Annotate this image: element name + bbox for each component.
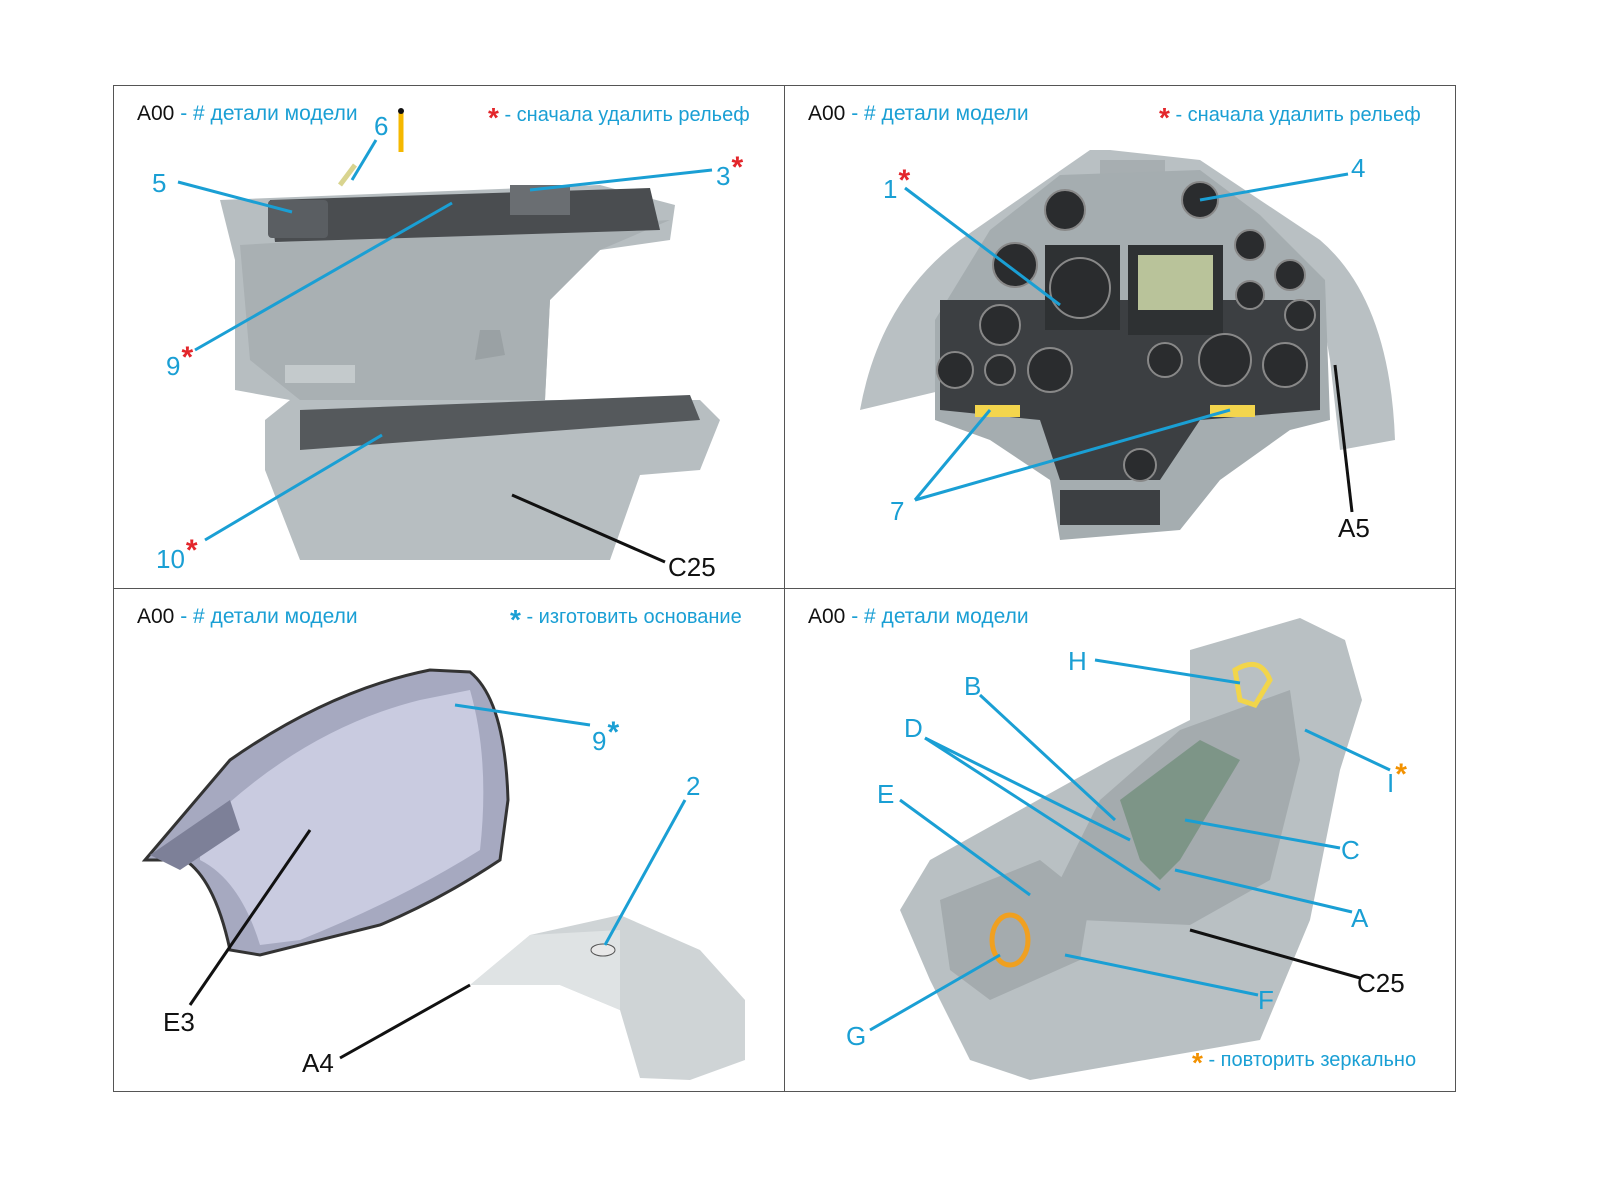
blue-asterisk-icon: * [607,716,620,749]
callout-label: E [877,779,895,809]
panel3-leader-lines [454,703,687,946]
part-code: A00 [808,102,846,125]
callout-label: 2 [686,771,701,801]
panel3-note: * - изготовить основание [510,604,742,636]
callout-label: F [1258,985,1274,1015]
part-legend-text: - # детали модели [180,102,358,125]
panel1-header: A00 - # детали модели [137,102,358,126]
callout-label: A5 [1338,513,1370,543]
callout-label: 10 [156,544,185,574]
note-text: - сначала удалить рельеф [1175,104,1421,126]
blue-asterisk-icon: * [510,604,521,635]
callout-c25: C25 [1357,970,1405,996]
note-text: - сначала удалить рельеф [504,104,750,126]
callout-label: E3 [163,1007,195,1037]
part-code: A00 [137,102,175,125]
base-part-a4 [470,915,745,1080]
callout-6: 6 [374,113,388,139]
red-asterisk-icon: * [898,164,911,197]
callout-label: A4 [302,1048,334,1078]
panel1-note: * - сначала удалить рельеф [488,102,750,134]
callout-a4: A4 [302,1050,334,1076]
display-screen [1138,255,1213,310]
red-asterisk-icon: * [731,151,744,184]
red-asterisk-icon: * [181,341,194,374]
callout-h: H [1068,648,1087,674]
red-asterisk-icon: * [185,534,198,567]
callout-label: 9 [166,351,181,381]
panel4-header: A00 - # детали модели [808,605,1029,629]
part-legend-text: - # детали модели [180,605,358,628]
callout-5: 5 [152,170,166,196]
callout-label: G [846,1021,867,1051]
side-console-part [220,163,720,560]
callout-label: I [1387,768,1395,798]
callout-c25: C25 [668,554,716,580]
orange-asterisk-icon: * [1395,758,1407,791]
panel4-leader-lines [869,658,1391,1032]
panel3-header: A00 - # детали модели [137,605,358,629]
part-legend-text: - # детали модели [851,102,1029,125]
callout-9: 9* [592,716,620,756]
callout-label: 3 [716,161,731,191]
callout-2: 2 [686,773,700,799]
callout-label: 7 [890,496,905,526]
callout-9: 9* [166,341,194,381]
lower-panel-decal [300,395,700,450]
callout-b: B [964,673,981,699]
callout-label: D [904,713,923,743]
callout-label: A [1351,903,1369,933]
red-asterisk-icon: * [1159,102,1170,133]
callout-label: 6 [374,111,389,141]
callout-g: G [846,1023,866,1049]
callout-label: C25 [668,552,716,582]
panel4-note: * - повторить зеркально [1192,1047,1416,1079]
panel2-leader-lines [904,172,1349,502]
callout-label: C25 [1357,968,1405,998]
note-text: - повторить зеркально [1208,1049,1417,1071]
panel-divider-horizontal [113,588,1456,589]
callout-a5: A5 [1338,515,1370,541]
ejection-seat-part [900,618,1362,1080]
callout-a: A [1351,905,1368,931]
callout-3: 3* [716,151,744,191]
callout-e3: E3 [163,1009,195,1035]
callout-e: E [877,781,894,807]
callout-d: D [904,715,923,741]
callout-7: 7 [890,498,904,524]
callout-i: I* [1387,758,1407,798]
instrument-panel-part [860,150,1395,540]
clear-hood-part [141,668,510,957]
callout-label: 4 [1351,153,1366,183]
panel2-header: A00 - # детали модели [808,102,1029,126]
callout-10: 10* [156,534,198,574]
part-code: A00 [137,605,175,628]
callout-label: 9 [592,726,607,756]
callout-label: C [1341,835,1360,865]
callout-label: 1 [883,174,898,204]
part-code: A00 [808,605,846,628]
callout-c: C [1341,837,1360,863]
callout-f: F [1258,987,1274,1013]
callout-label: B [964,671,982,701]
red-asterisk-icon: * [488,102,499,133]
panel1-leader-lines [177,139,713,542]
note-text: - изготовить основание [526,606,742,628]
panel2-note: * - сначала удалить рельеф [1159,102,1421,134]
callout-label: H [1068,646,1087,676]
callout-4: 4 [1351,155,1365,181]
callout-label: 5 [152,168,167,198]
orange-asterisk-icon: * [1192,1047,1203,1078]
part-legend-text: - # детали модели [851,605,1029,628]
callout-1: 1* [883,164,911,204]
